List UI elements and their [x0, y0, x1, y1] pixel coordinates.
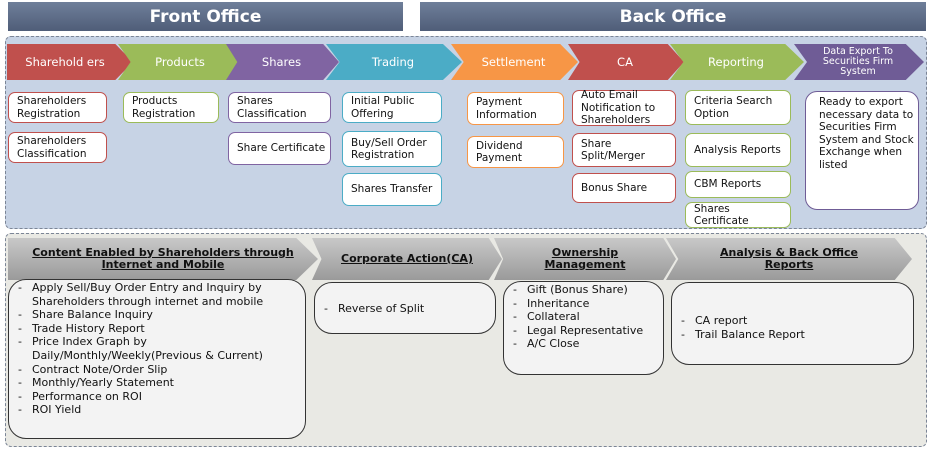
item-dividend-payment: Dividend Payment [467, 136, 564, 168]
front-office-header: Front Office [8, 2, 403, 31]
item-products-registration: Products Registration [123, 92, 219, 123]
list-item: Trail Balance Report [672, 328, 913, 342]
stage-shares: Shares [226, 44, 339, 80]
item-cbm-reports: CBM Reports [685, 171, 791, 198]
item-criteria-search-option: Criteria Search Option [685, 90, 791, 125]
corporate-action-list-box: Reverse of Split [314, 282, 496, 334]
list-item: Apply Sell/Buy Order Entry and Inquiry b… [9, 281, 305, 308]
list-item: CA report [672, 314, 913, 328]
stage-ca: CA [568, 44, 684, 80]
list-item: Legal Representative [504, 324, 663, 338]
list-item: A/C Close [504, 337, 663, 351]
stage-data-export: Data Export To Securities Firm System [794, 44, 924, 80]
item-share-certificate: Share Certificate [228, 132, 331, 165]
stage-products: Products [118, 44, 244, 80]
stage-trading: Trading [326, 44, 462, 80]
list-item: Contract Note/Order Slip [9, 363, 305, 377]
item-shareholders-classification: Shareholders Classification [8, 132, 107, 163]
list-item: Price Index Graph by Daily/Monthly/Weekl… [9, 335, 305, 362]
stage-shareholders: Sharehold ers [7, 44, 133, 80]
list-item: Trade History Report [9, 322, 305, 336]
analysis-reports-list-box: CA report Trail Balance Report [671, 282, 914, 365]
item-initial-public-offering: Initial Public Offering [342, 92, 442, 123]
item-bonus-share: Bonus Share [572, 173, 676, 203]
item-data-export-description: Ready to export necessary data to Securi… [805, 91, 919, 210]
list-item: Reverse of Split [315, 302, 495, 316]
item-auto-email-notification: Auto Email Notification to Shareholders [572, 89, 676, 126]
item-payment-information: Payment Information [467, 92, 564, 125]
ownership-management-list-box: Gift (Bonus Share) Inheritance Collatera… [503, 281, 664, 375]
online-content-list-box: Apply Sell/Buy Order Entry and Inquiry b… [8, 279, 306, 439]
item-analysis-reports: Analysis Reports [685, 133, 791, 167]
back-office-header: Back Office [420, 2, 926, 31]
list-item: Performance on ROI [9, 390, 305, 404]
list-item: Share Balance Inquiry [9, 308, 305, 322]
list-item: Inheritance [504, 297, 663, 311]
list-item: Monthly/Yearly Statement [9, 376, 305, 390]
list-item: ROI Yield [9, 403, 305, 417]
item-buy-sell-order-registration: Buy/Sell Order Registration [342, 131, 442, 167]
item-shares-certificate: Shares Certificate [685, 202, 791, 228]
stage-reporting: Reporting [670, 44, 804, 80]
section-corporate-action: Corporate Action(CA) [312, 238, 502, 280]
item-share-split-merger: Share Split/Merger [572, 133, 676, 167]
list-item: Collateral [504, 310, 663, 324]
section-ownership-management: Ownership Management [494, 238, 676, 280]
section-online-content: Content Enabled by Shareholders through … [8, 238, 318, 280]
item-shareholders-registration: Shareholders Registration [8, 92, 107, 123]
list-item: Gift (Bonus Share) [504, 283, 663, 297]
stage-settlement: Settlement [451, 44, 578, 80]
item-shares-classification: Shares Classification [228, 92, 331, 123]
item-shares-transfer: Shares Transfer [342, 173, 442, 206]
section-analysis-reports: Analysis & Back Office Reports [666, 238, 912, 280]
